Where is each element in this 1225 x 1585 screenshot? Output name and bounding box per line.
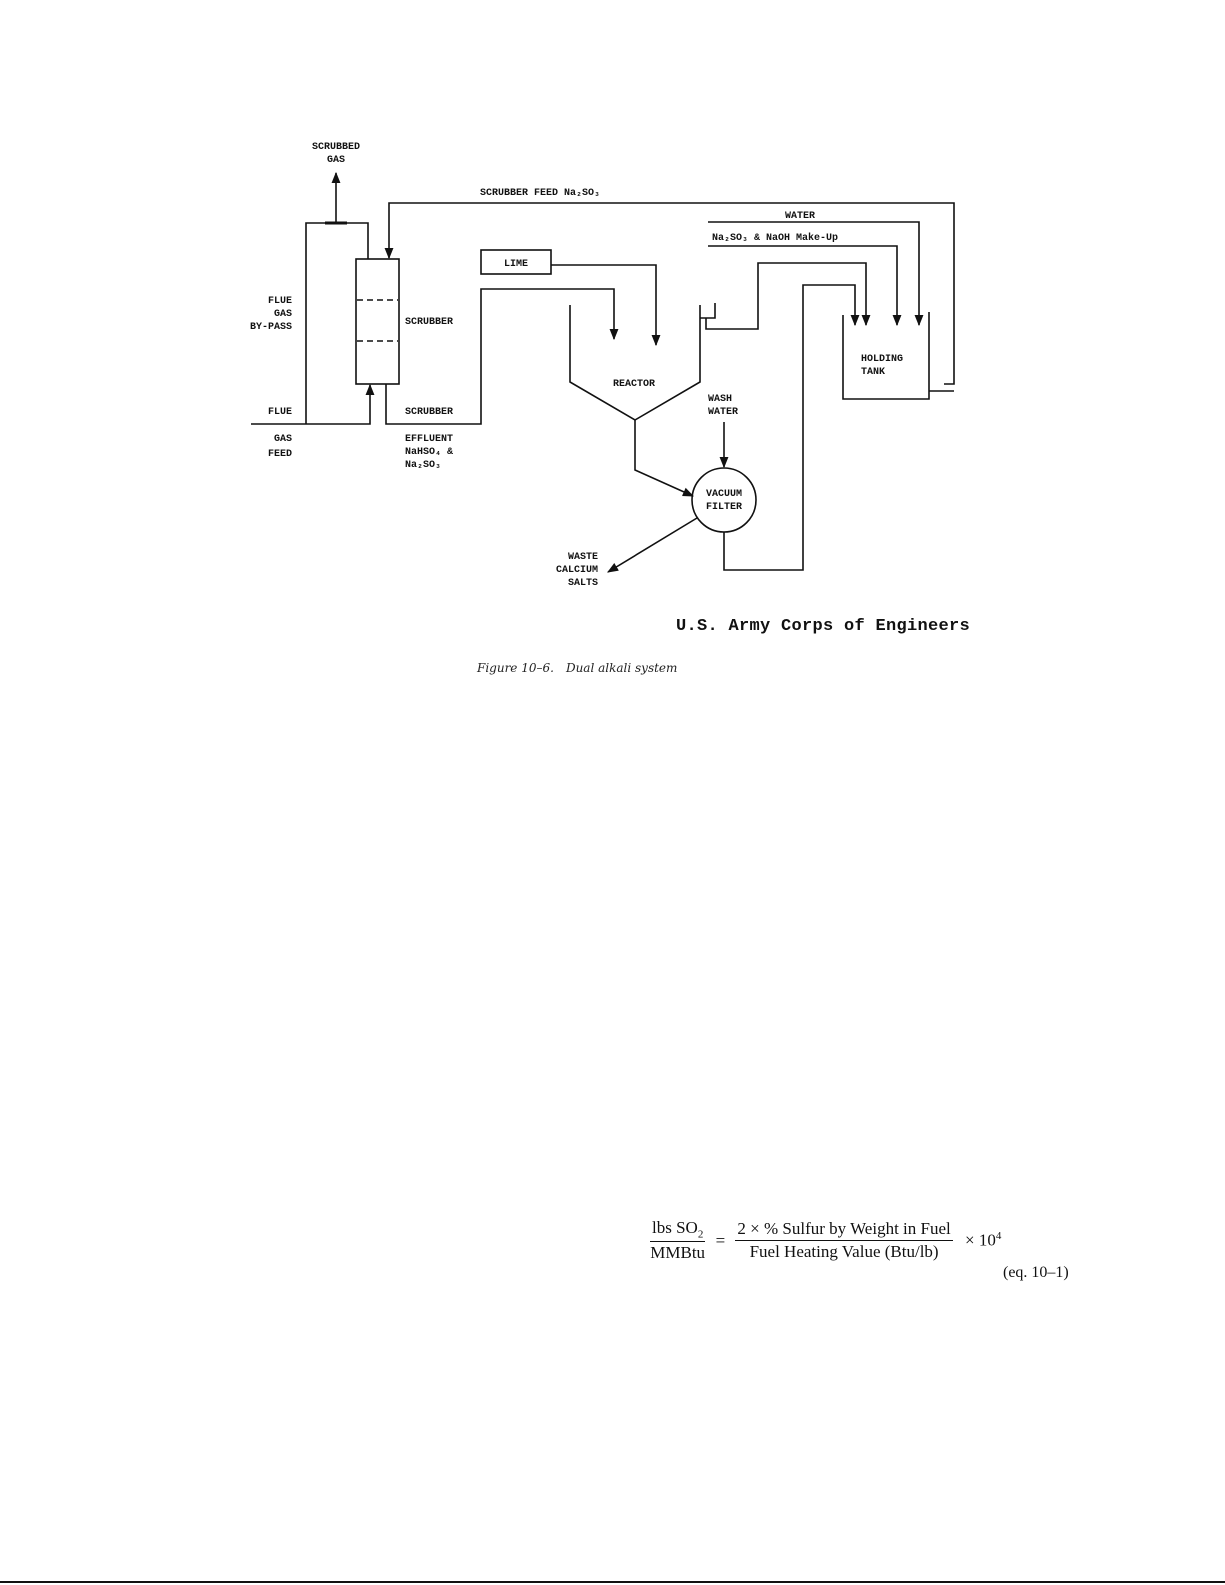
label-scrubber-feed: SCRUBBER FEED Na₂SO₃	[480, 188, 600, 199]
label-flue-gas-bypass-1: FLUE	[268, 296, 292, 307]
rhs-numerator: 2 × % Sulfur by Weight in Fuel	[735, 1219, 953, 1242]
flue-gas-bypass-line	[305, 222, 369, 424]
caption-title: Dual alkali system	[565, 661, 678, 675]
label-holding-tank-2: TANK	[861, 367, 885, 378]
page-bottom-rule	[0, 1581, 1225, 1583]
label-scrubbed-gas-2: GAS	[327, 155, 345, 166]
figure-credit: U.S. Army Corps of Engineers	[676, 617, 971, 636]
label-scrubber-effluent-2: EFFLUENT	[405, 434, 453, 445]
label-waste-calcium-salts-3: SALTS	[568, 578, 598, 589]
label-wash-water-1: WASH	[708, 394, 732, 405]
water-makeup-line	[708, 221, 924, 327]
reactor-vessel	[569, 305, 701, 421]
label-scrubber-effluent-3: NaHSO₄ &	[405, 447, 453, 458]
label-scrubber-effluent-1: SCRUBBER	[405, 407, 453, 418]
waste-calcium-salts-arrow	[607, 517, 698, 573]
lhs-numerator: lbs SO2	[650, 1218, 706, 1243]
multiplier: × 104	[965, 1230, 1002, 1251]
label-wash-water-2: WATER	[708, 407, 738, 418]
dual-alkali-diagram: SCRUBBED GAS FLUE GAS BY-PASS SCRUBBER F…	[250, 142, 955, 589]
equals-sign: =	[715, 1230, 726, 1250]
label-waste-calcium-salts-1: WASTE	[568, 552, 598, 563]
rhs-denominator: Fuel Heating Value (Btu/lb)	[749, 1242, 939, 1262]
vacuum-filter	[691, 467, 757, 533]
lhs-denominator: MMBtu	[650, 1243, 706, 1263]
label-scrubber-effluent-4: Na₂SO₃	[405, 460, 441, 471]
label-flue-gas-feed-2: GAS	[274, 434, 292, 445]
label-flue-gas-feed-3: FEED	[268, 449, 292, 460]
label-scrubber: SCRUBBER	[405, 317, 453, 328]
equation-label: (eq. 10–1)	[1003, 1264, 1069, 1281]
rhs-fraction: 2 × % Sulfur by Weight in Fuel Fuel Heat…	[735, 1219, 953, 1262]
flue-gas-feed-line	[251, 383, 375, 425]
label-flue-gas-bypass-3: BY-PASS	[250, 322, 292, 333]
label-lime: LIME	[504, 259, 528, 270]
reactor-overflow	[700, 303, 716, 319]
caption-number: Figure 10–6.	[477, 661, 554, 675]
label-waste-calcium-salts-2: CALCIUM	[556, 565, 598, 576]
label-reactor: REACTOR	[613, 379, 655, 390]
label-scrubbed-gas-1: SCRUBBED	[312, 142, 360, 153]
label-vacuum-filter-1: VACUUM	[706, 489, 742, 500]
figure-caption: Figure 10–6. Dual alkali system	[477, 661, 677, 675]
label-flue-gas-bypass-2: GAS	[274, 309, 292, 320]
label-water: WATER	[785, 211, 815, 222]
label-makeup: Na₂SO₃ & NaOH Make-Up	[712, 232, 838, 244]
scrubber-column	[355, 258, 400, 385]
label-holding-tank-1: HOLDING	[861, 354, 903, 365]
scrubber-feed-line	[384, 202, 955, 385]
lhs-fraction: lbs SO2 MMBtu	[650, 1218, 706, 1263]
lime-box	[480, 249, 552, 275]
label-flue-gas-feed-1: FLUE	[268, 407, 292, 418]
reactor-overflow-line	[705, 262, 871, 330]
lime-feed-line	[551, 264, 661, 347]
holding-tank	[842, 312, 930, 400]
reactor-underflow-line	[634, 420, 695, 497]
filtrate-return-line	[723, 284, 860, 571]
label-vacuum-filter-2: FILTER	[706, 502, 742, 513]
chemical-makeup-line	[708, 245, 902, 327]
scrubber-effluent-line	[385, 288, 619, 425]
equation-10-1: lbs SO2 MMBtu = 2 × % Sulfur by Weight i…	[650, 1218, 1001, 1263]
